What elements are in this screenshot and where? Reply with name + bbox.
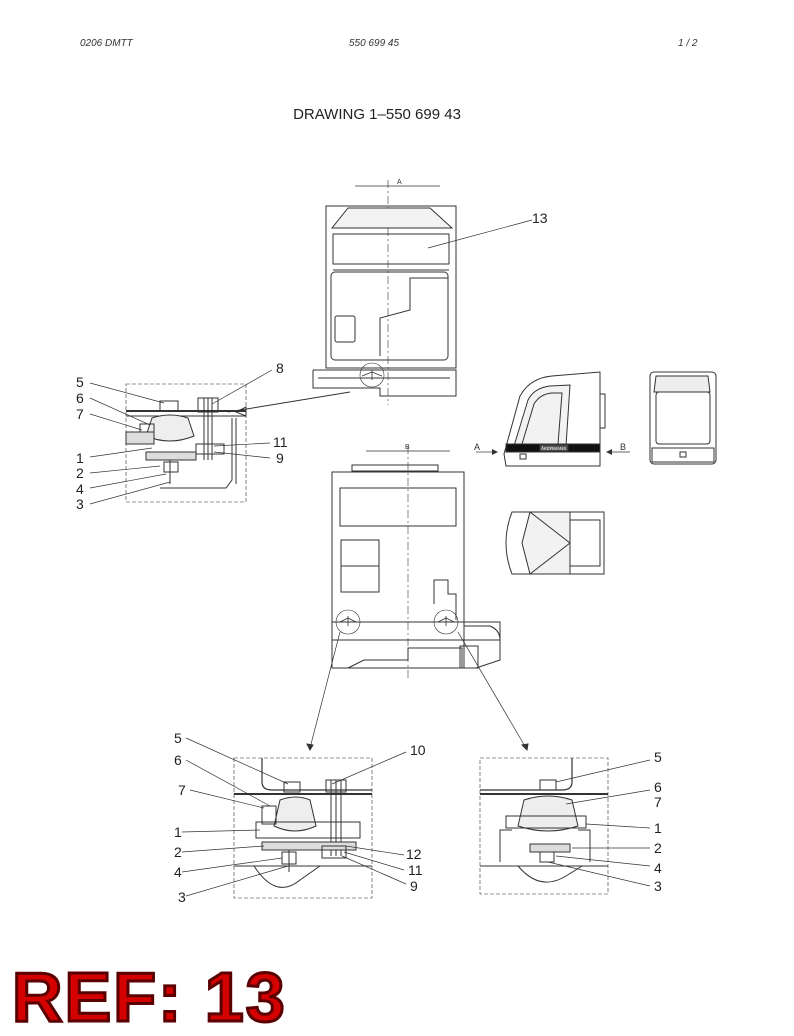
callout-br-1: 1: [654, 820, 662, 836]
callout-numbers: 13 5 6 7 1 2 4 3 8 11 9 5 6 7 1 2 4 3 10…: [76, 210, 662, 905]
bottom-right-leaders: [547, 759, 651, 887]
view-marker-a-top: A: [397, 179, 402, 186]
callout-bl-4: 4: [174, 864, 182, 880]
callout-left-7: 7: [76, 406, 84, 422]
callout-br-7: 7: [654, 794, 662, 810]
mount-detail-left: [125, 383, 351, 503]
ref-label: REF: 13: [11, 958, 287, 1036]
callout-top-13: 13: [532, 210, 548, 226]
callout-br-2: 2: [654, 840, 662, 856]
header-doc-code: 0206 DMTT: [80, 38, 133, 49]
view-marker-b-side: B: [620, 442, 626, 452]
cab-side-view: ÅKERMANS A B: [474, 371, 630, 467]
callout-bl-11: 11: [408, 862, 423, 878]
callout-br-4: 4: [654, 860, 662, 876]
mount-detail-bottom-right: [479, 757, 609, 895]
callout-left-4: 4: [76, 481, 84, 497]
left-detail-leaders: [89, 369, 273, 505]
cab-front-view-middle: B: [306, 444, 529, 752]
callout-bl-5: 5: [174, 730, 182, 746]
cab-front-view-top: A: [312, 179, 457, 405]
drawing-title: DRAWING 1–550 699 43: [293, 106, 461, 123]
view-marker-a-side: A: [474, 442, 480, 452]
callout-left-9: 9: [276, 450, 284, 466]
callout-br-6: 6: [654, 779, 662, 795]
bottom-left-leaders: [181, 737, 407, 897]
header-part-number: 550 699 45: [349, 38, 400, 49]
callout-bl-7: 7: [178, 782, 186, 798]
callout-left-1: 1: [76, 450, 84, 466]
mount-detail-bottom-left: [233, 757, 373, 899]
callout-left-11: 11: [273, 434, 288, 450]
callout-bl-10: 10: [410, 742, 426, 758]
callout-13-leader: [427, 219, 533, 249]
cab-top-view: [505, 511, 605, 575]
callout-bl-3: 3: [178, 889, 186, 905]
cab-rear-view: [649, 371, 717, 465]
callout-bl-2: 2: [174, 844, 182, 860]
brand-strip-text: ÅKERMANS: [541, 445, 566, 451]
view-marker-b-middle: B: [405, 444, 410, 451]
callout-left-2: 2: [76, 465, 84, 481]
callout-br-5: 5: [654, 749, 662, 765]
callout-bl-6: 6: [174, 752, 182, 768]
callout-br-3: 3: [654, 878, 662, 894]
callout-bl-9: 9: [410, 878, 418, 894]
callout-left-8: 8: [276, 360, 284, 376]
callout-bl-1: 1: [174, 824, 182, 840]
callout-left-5: 5: [76, 374, 84, 390]
callout-left-3: 3: [76, 496, 84, 512]
header-page-number: 1 / 2: [678, 38, 698, 49]
callout-left-6: 6: [76, 390, 84, 406]
callout-bl-12: 12: [406, 846, 422, 862]
